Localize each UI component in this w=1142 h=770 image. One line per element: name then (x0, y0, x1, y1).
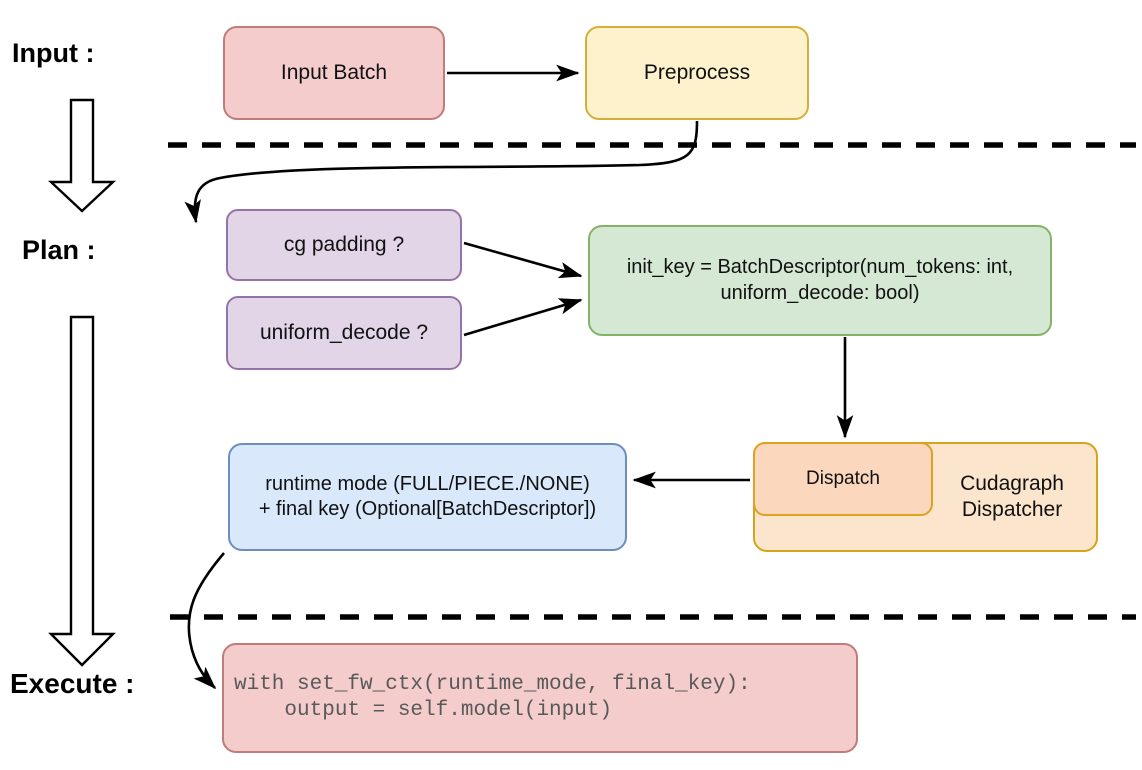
node-execute-code[interactable]: with set_fw_ctx(runtime_mode, final_key)… (222, 643, 858, 753)
stage-label-plan: Plan : (22, 235, 96, 265)
stage-label-execute: Execute : (10, 668, 135, 699)
stage-arrow-plan-to-execute (48, 315, 116, 667)
arrow-runtime-mode-to-execute-code (187, 552, 225, 690)
arrow-uniform-decode-to-init-key (463, 298, 583, 337)
node-input-batch[interactable]: Input Batch (223, 26, 445, 120)
node-preprocess[interactable]: Preprocess (585, 26, 809, 120)
node-uniform-decode[interactable]: uniform_decode ? (226, 296, 462, 370)
arrow-preprocess-to-cg-padding (184, 120, 699, 224)
node-runtime-mode[interactable]: runtime mode (FULL/PIECE./NONE) + final … (228, 443, 627, 551)
node-dispatch[interactable]: Dispatch (753, 442, 933, 516)
node-init-key[interactable]: init_key = BatchDescriptor(num_tokens: i… (588, 225, 1052, 336)
stage-arrow-input-to-plan (47, 98, 117, 213)
arrow-cg-padding-to-init-key (463, 241, 583, 279)
node-cg-padding[interactable]: cg padding ? (226, 209, 462, 281)
stage-label-input: Input : (12, 38, 95, 68)
